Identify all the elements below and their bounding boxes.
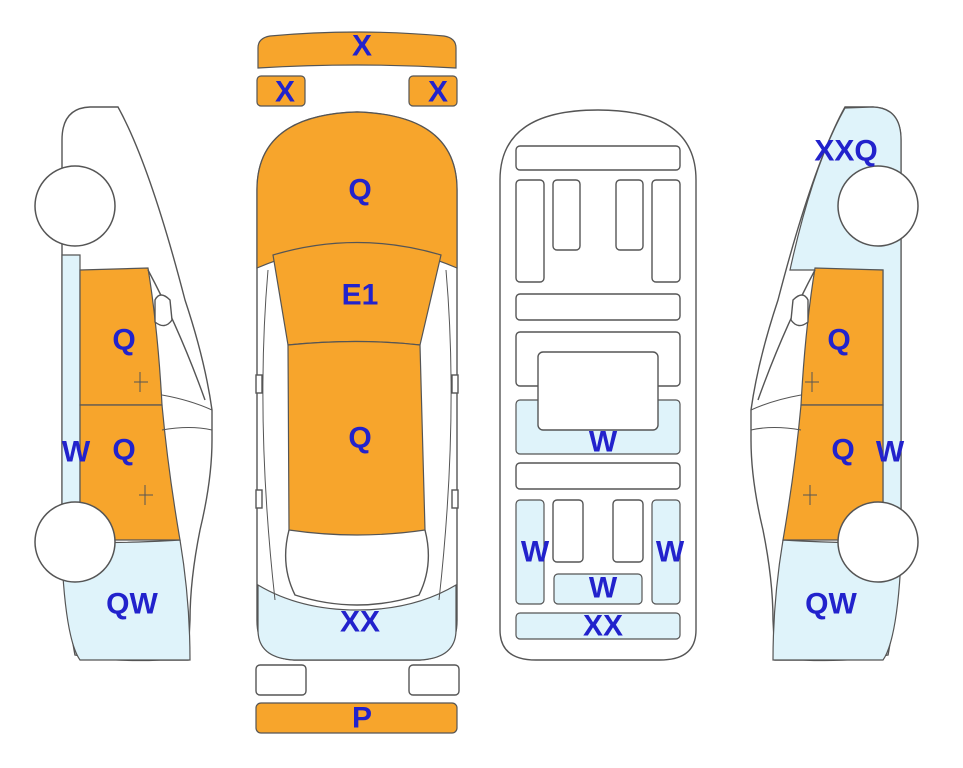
right-body-line xyxy=(438,269,452,601)
ub-front-left-rail xyxy=(515,179,545,283)
label-left-rear-door: Q xyxy=(112,434,135,467)
left-beltline xyxy=(161,394,213,411)
ub-front-inner-left xyxy=(552,179,581,251)
mirror-top-left xyxy=(255,374,263,394)
label-hood: Q xyxy=(348,174,371,207)
left-front-handle xyxy=(134,372,148,392)
right-beltline-2 xyxy=(750,427,802,431)
right-mirror xyxy=(790,294,809,327)
label-underbody-rear: XX xyxy=(583,610,623,643)
right-front-handle xyxy=(805,372,819,392)
right-rear-door-panel xyxy=(782,404,884,541)
underbody-view xyxy=(499,109,697,661)
label-left-quarter: QW xyxy=(106,588,158,621)
left-a-pillar xyxy=(147,269,206,401)
label-underbody-rear-center: W xyxy=(589,572,618,605)
left-beltline-2 xyxy=(161,427,213,431)
ub-cross-3 xyxy=(515,462,681,490)
label-right-sill: W xyxy=(876,436,905,469)
right-rear-wheel xyxy=(837,501,919,583)
handle-top-left xyxy=(255,489,263,509)
label-rear-window: XX xyxy=(340,606,380,639)
label-headlight-right: X xyxy=(428,76,448,109)
label-front-bumper: X xyxy=(352,30,372,63)
headlight-right xyxy=(408,75,458,107)
label-rear-bumper: P xyxy=(352,702,372,735)
ub-front-bar xyxy=(515,145,681,171)
headlight-left xyxy=(256,75,306,107)
label-underbody-center: W xyxy=(589,426,618,459)
label-underbody-right: W xyxy=(656,536,685,569)
right-rear-handle xyxy=(803,485,817,505)
right-front-wheel xyxy=(837,165,919,247)
left-rear-wheel xyxy=(34,501,116,583)
left-rear-door-panel xyxy=(79,404,181,541)
right-side-view xyxy=(750,106,919,662)
taillight-right xyxy=(408,664,460,696)
ub-front-right-rail xyxy=(651,179,681,283)
ub-rear-bar xyxy=(515,612,681,640)
left-rear-handle xyxy=(139,485,153,505)
ub-cross-1 xyxy=(515,293,681,321)
right-beltline xyxy=(750,394,802,411)
right-a-pillar xyxy=(757,269,816,401)
label-right-fender: XXQ xyxy=(814,135,877,168)
left-body-line xyxy=(262,269,276,601)
ub-rear-inner-left xyxy=(552,499,584,563)
taillight-left xyxy=(255,664,307,696)
top-view xyxy=(255,31,460,734)
label-right-quarter: QW xyxy=(805,588,857,621)
label-roof: Q xyxy=(348,422,371,455)
front-bumper xyxy=(257,31,457,69)
ub-rear-inner-right xyxy=(612,499,644,563)
label-headlight-left: X xyxy=(275,76,295,109)
mirror-top-right xyxy=(451,374,459,394)
label-right-rear-door: Q xyxy=(831,434,854,467)
ub-rear-right-rail xyxy=(651,499,681,605)
label-right-front-door: Q xyxy=(827,324,850,357)
label-windshield: E1 xyxy=(342,279,379,312)
rear-window-panel xyxy=(257,583,457,661)
handle-top-right xyxy=(451,489,459,509)
label-left-sill: W xyxy=(62,436,91,469)
ub-rear-center xyxy=(553,573,643,605)
rear-bumper xyxy=(255,702,458,734)
damage-labels: X X X Q E1 Q XX P W W W W XX Q Q W QW XX… xyxy=(62,30,905,735)
left-side-view xyxy=(34,106,213,662)
ub-tank xyxy=(537,351,659,431)
left-front-wheel xyxy=(34,165,116,247)
label-left-front-door: Q xyxy=(112,324,135,357)
ub-rear-left-rail xyxy=(515,499,545,605)
left-mirror xyxy=(154,294,173,327)
ub-front-inner-right xyxy=(615,179,644,251)
label-underbody-left: W xyxy=(521,536,550,569)
trunk-outline xyxy=(284,529,430,606)
